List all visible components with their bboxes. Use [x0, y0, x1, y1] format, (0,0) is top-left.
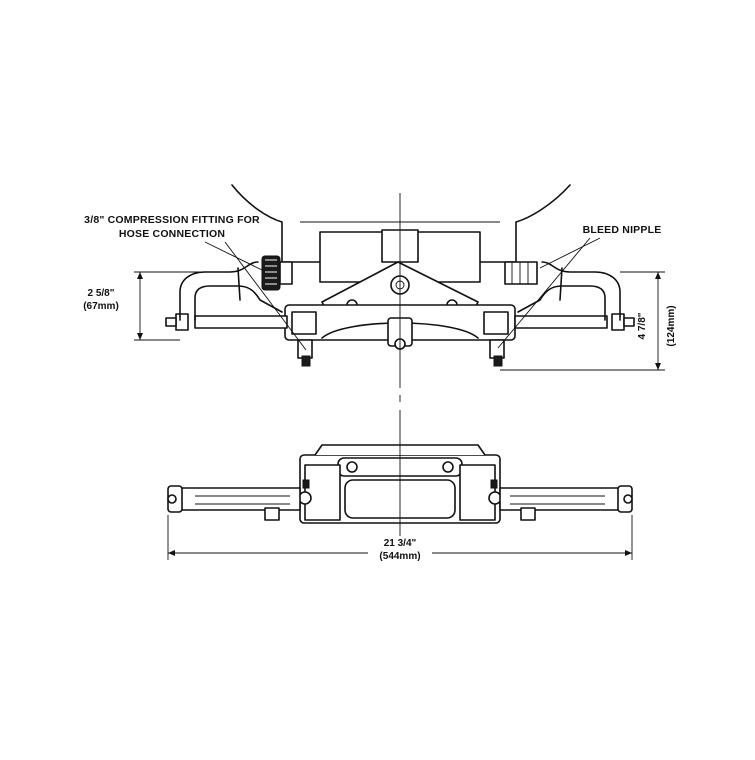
left-hose-lower: [194, 285, 283, 321]
dim-right-mm: (124mm): [666, 305, 677, 346]
dim-width-inch: 21 3/4": [384, 538, 417, 549]
left-rod-nut: [175, 313, 189, 331]
label-compression-fitting-line1: 3/8" COMPRESSION FITTING FOR: [84, 214, 260, 226]
plan-right-block: [459, 464, 496, 521]
dim-right-inch: 4 7/8": [637, 312, 648, 339]
right-fitting-body: [504, 261, 538, 285]
label-bleed-nipple: BLEED NIPPLE: [583, 224, 662, 236]
plan-left-block: [304, 464, 341, 521]
plan-right-clip: [520, 507, 536, 521]
compression-fitting-nut: [261, 255, 281, 291]
right-hose-bend: [559, 267, 563, 301]
right-end-block: [483, 311, 509, 335]
right-rod-stub: [623, 317, 635, 327]
plan-bolt-left: [346, 461, 358, 473]
dim-width-mm: (544mm): [379, 551, 420, 562]
bleed-nipple-left-tip: [301, 355, 311, 367]
dimension-height-right: 4 7/8" (124mm): [500, 271, 677, 371]
right-rod-nut: [611, 313, 625, 331]
callout-compression-fitting: 3/8" COMPRESSION FITTING FOR HOSE CONNEC…: [84, 214, 307, 351]
left-hose-upper: [179, 261, 259, 321]
left-rod-stub: [165, 317, 177, 327]
left-hose-bend: [237, 267, 241, 301]
plan-left-rod: [179, 487, 301, 511]
dimension-width: 21 3/4" (544mm): [167, 515, 633, 562]
plan-bolt-right: [442, 461, 454, 473]
right-hose-upper: [541, 261, 621, 321]
plan-view: [167, 444, 633, 524]
left-end-block: [291, 311, 317, 335]
dimension-height-left: 2 5/8" (67mm): [83, 271, 200, 341]
dim-left-inch: 2 5/8": [88, 288, 115, 299]
right-hose-lower: [517, 285, 606, 321]
compression-fitting-body: [279, 261, 293, 285]
dim-left-mm: (67mm): [83, 301, 119, 312]
plan-right-rod: [499, 487, 621, 511]
bleed-nipple-right-tip: [493, 355, 503, 367]
plan-left-clip: [264, 507, 280, 521]
plan-fitting-left: [302, 479, 310, 489]
plan-fitting-right: [490, 479, 498, 489]
label-compression-fitting-line2: HOSE CONNECTION: [119, 228, 225, 240]
callout-bleed-nipple: BLEED NIPPLE: [497, 224, 662, 349]
left-rod: [194, 315, 288, 329]
right-rod: [514, 315, 608, 329]
